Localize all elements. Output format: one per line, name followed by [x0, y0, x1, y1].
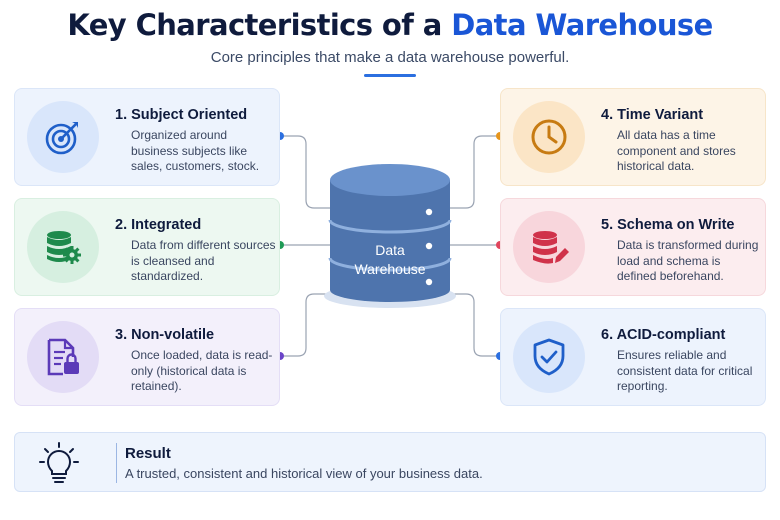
database-label-line1: Data: [375, 242, 405, 258]
connector-subject-oriented: [280, 135, 330, 209]
card-title: 3. Non-volatile: [115, 327, 215, 343]
card-non-volatile: 3. Non-volatile Once loaded, data is rea…: [14, 308, 280, 406]
card-description: Ensures reliable and consistent data for…: [617, 348, 753, 393]
connector-non-volatile: [280, 293, 330, 357]
card-title: 5. Schema on Write: [601, 217, 735, 233]
card-description: Data from different sources is cleansed …: [131, 238, 276, 283]
page-title: Key Characteristics of a Data Warehouse: [0, 8, 780, 42]
card-title: 2. Integrated: [115, 217, 202, 233]
card-title: 6. ACID-compliant: [601, 327, 726, 343]
icon-circle: [27, 101, 99, 173]
card-description: Organized around business subjects like …: [131, 128, 260, 173]
card-description: Once loaded, data is read-only (historic…: [131, 348, 273, 393]
title-underline: [364, 74, 416, 77]
title-text: Key Characteristics of a: [67, 8, 452, 42]
card-title: 4. Time Variant: [601, 107, 704, 123]
clock-icon: [531, 119, 567, 155]
icon-circle: [513, 321, 585, 393]
icon-circle: [27, 211, 99, 283]
shield-check-icon: [533, 338, 565, 376]
icon-circle: [27, 321, 99, 393]
database-gear-icon: [47, 231, 81, 264]
connector-time-variant: [450, 135, 500, 209]
document-lock-icon: [47, 338, 79, 376]
icon-circle: [513, 101, 585, 173]
connector-acid-compliant: [450, 293, 500, 357]
page-subtitle: Core principles that make a data warehou…: [210, 49, 570, 66]
database-label: Data Warehouse: [330, 241, 450, 279]
card-schema-on-write: 5. Schema on Write Data is transformed d…: [500, 198, 766, 296]
database-label-line2: Warehouse: [354, 261, 426, 277]
database-cylinder: [324, 164, 456, 308]
card-description: All data has a time component and stores…: [617, 128, 736, 173]
result-box: Result A trusted, consistent and histori…: [14, 432, 766, 492]
database-edit-icon: [533, 231, 569, 264]
card-description: Data is transformed during load and sche…: [617, 238, 759, 283]
result-title: Result: [125, 445, 171, 462]
result-divider: [116, 443, 117, 483]
target-icon: [45, 122, 78, 155]
card-time-variant: 4. Time Variant All data has a time comp…: [500, 88, 766, 186]
lightbulb-icon: [39, 442, 79, 483]
card-title: 1. Subject Oriented: [115, 107, 248, 123]
result-text: A trusted, consistent and historical vie…: [125, 466, 483, 481]
card-acid-compliant: 6. ACID-compliant Ensures reliable and c…: [500, 308, 766, 406]
card-integrated: 2. Integrated Data from different source…: [14, 198, 280, 296]
icon-circle: [513, 211, 585, 283]
card-subject-oriented: 1. Subject Oriented Organized around bus…: [14, 88, 280, 186]
title-accent-text: Data Warehouse: [451, 8, 713, 42]
